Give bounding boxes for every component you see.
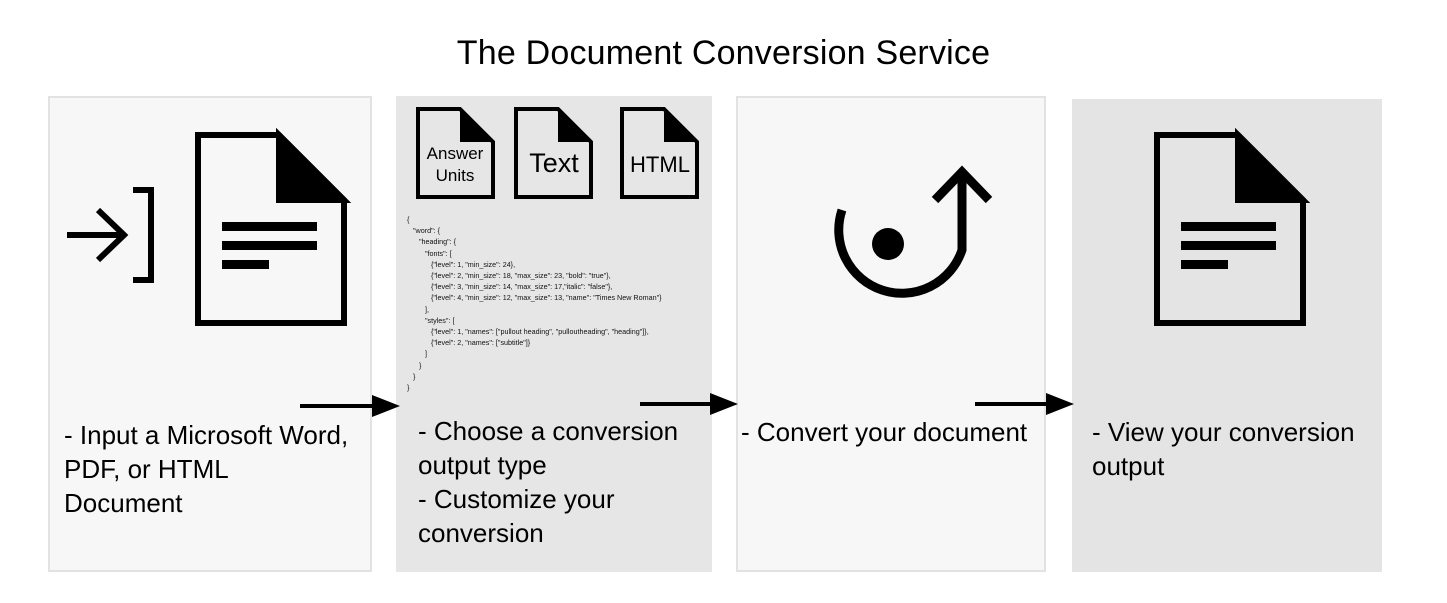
document-icon: [195, 127, 352, 326]
step-convert-panel: [736, 96, 1046, 572]
convert-icon: [834, 165, 993, 298]
output-document-icon: [1154, 127, 1311, 326]
answer-units-document-icon: [416, 107, 495, 199]
text-document-icon: [514, 107, 593, 199]
text-label: Text: [529, 148, 579, 178]
flow-arrow-1: [300, 395, 400, 417]
html-document-icon: [620, 107, 699, 199]
step-convert-caption: - Convert your document: [741, 417, 1028, 447]
step-choose-panel: [396, 96, 712, 572]
step-choose-caption: - Choose a conversion output type - Cust…: [418, 416, 679, 548]
answer-units-label: Answer Units: [426, 144, 484, 185]
diagram-title: The Document Conversion Service: [456, 34, 991, 72]
config-json-sample: { "word": { "heading": { "fonts": [ {"le…: [407, 215, 662, 393]
step-view-panel: [1072, 99, 1382, 572]
flow-arrow-2: [640, 393, 738, 415]
html-label: HTML: [630, 152, 690, 177]
step-view-caption: - View your conversion output: [1092, 417, 1355, 481]
input-arrow-icon: [67, 187, 154, 283]
flow-arrow-3: [975, 393, 1074, 415]
step-input-caption: - Input a Microsoft Word, PDF, or HTML D…: [64, 420, 349, 518]
